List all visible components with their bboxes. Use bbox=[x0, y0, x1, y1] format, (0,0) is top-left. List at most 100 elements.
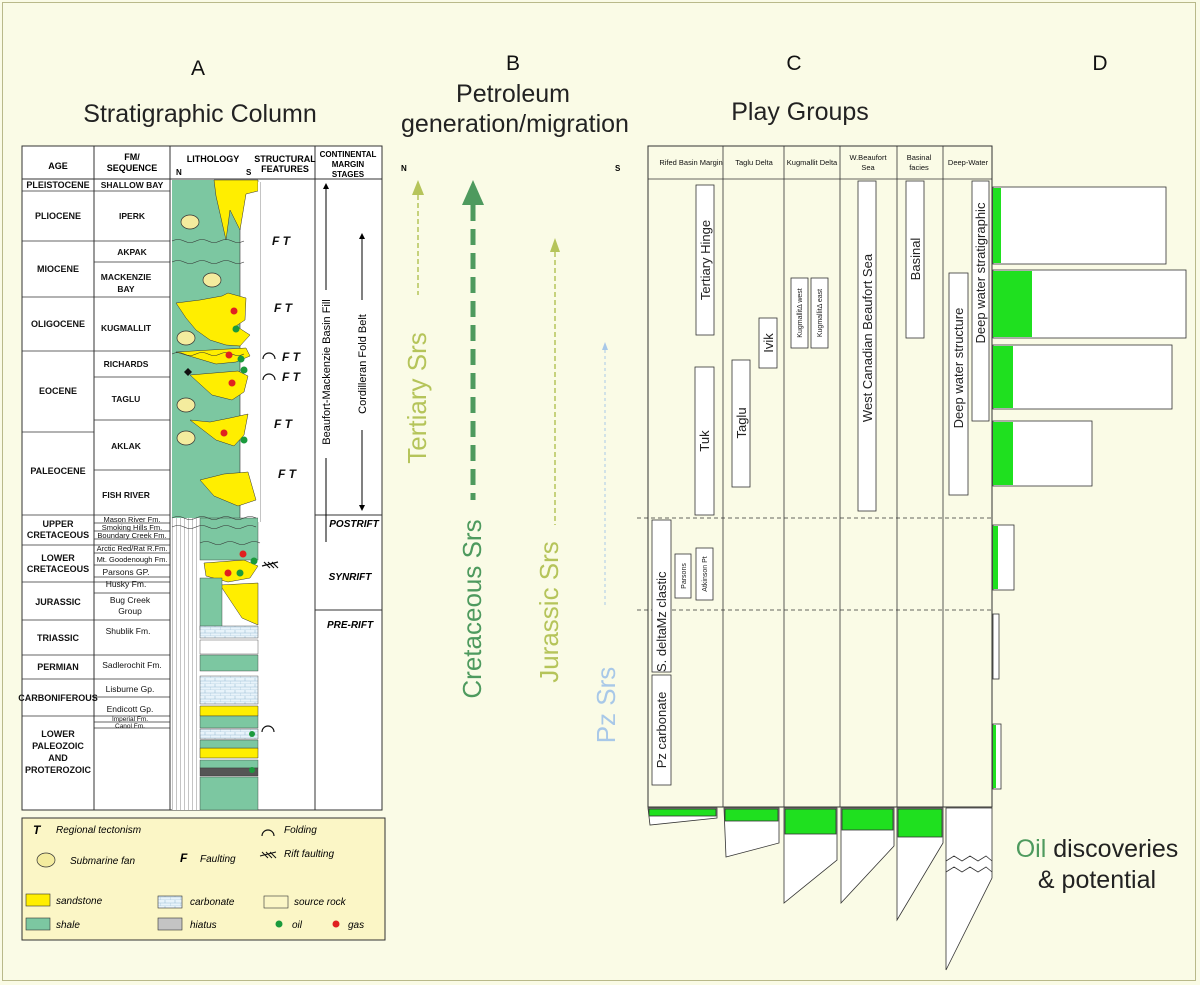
legend-hiatus: hiatus bbox=[190, 920, 217, 931]
play-box-parsons bbox=[674, 553, 692, 599]
shale-swatch bbox=[25, 917, 51, 931]
gas-dot-icon bbox=[332, 920, 340, 928]
fm-taglu: TAGLU bbox=[112, 394, 141, 404]
section-c-title: Play Groups bbox=[731, 98, 869, 126]
migration-south: S bbox=[615, 164, 621, 173]
play-header-wbeaufort-2: Sea bbox=[861, 163, 875, 172]
play-west-canadian: West Canadian Beaufort Sea bbox=[860, 253, 875, 422]
age-pliocene: PLIOCENE bbox=[35, 211, 81, 221]
fm-sadlerochit: Sadlerochit Fm. bbox=[102, 660, 162, 670]
fm-lisburne: Lisburne Gp. bbox=[106, 684, 155, 694]
play-atkinson: Atkinson Pt bbox=[702, 556, 709, 591]
header-cm-1: CONTINENTAL bbox=[320, 150, 377, 159]
legend-gas: gas bbox=[348, 920, 364, 931]
discovery-bar-1 bbox=[992, 186, 1167, 265]
struct-label-3: F T bbox=[282, 350, 302, 364]
fm-iperk: IPERK bbox=[119, 211, 146, 221]
fm-imperial: Imperial Fm. bbox=[112, 716, 148, 723]
fm-mackenzie-1: MACKENZIE bbox=[101, 272, 152, 282]
play-box-atkinson bbox=[695, 547, 714, 601]
play-basinal: Basinal bbox=[908, 238, 923, 281]
section-a-letter: A bbox=[191, 57, 205, 80]
play-box-deep-strat bbox=[971, 180, 990, 422]
jurassic-srs-label: Jurassic Srs bbox=[534, 541, 564, 683]
section-a-title: Stratigraphic Column bbox=[83, 100, 316, 128]
fm-shublik: Shublik Fm. bbox=[106, 626, 151, 636]
tertiary-arrowhead bbox=[412, 180, 424, 195]
legend-rift-label: Rift faulting bbox=[284, 849, 334, 860]
play-box-kug-east bbox=[810, 277, 829, 349]
pz-srs-label: Pz Srs bbox=[591, 667, 621, 744]
legend-faulting-label: Faulting bbox=[200, 854, 236, 865]
age-lower-paleozoic-1: LOWER bbox=[41, 729, 75, 739]
header-age: AGE bbox=[48, 161, 68, 171]
play-tertiary-hinge: Tertiary Hinge bbox=[698, 220, 713, 300]
play-header-basinal-1: Basinal bbox=[907, 153, 932, 162]
fm-shallow-bay: SHALLOW BAY bbox=[101, 180, 164, 190]
age-jurassic: JURASSIC bbox=[35, 597, 81, 607]
tertiary-srs-label: Tertiary Srs bbox=[402, 332, 432, 463]
play-box-deep-structure bbox=[948, 272, 969, 496]
play-box-pz-carbonate bbox=[651, 674, 672, 786]
discoveries-caption-2: & potential bbox=[1038, 866, 1156, 894]
section-b-letter: B bbox=[506, 52, 520, 75]
play-box-kug-west bbox=[790, 277, 809, 349]
migration-north: N bbox=[401, 164, 407, 173]
section-d-letter: D bbox=[1092, 52, 1107, 75]
age-lower-paleozoic-2: PALEOZOIC bbox=[32, 741, 84, 751]
folding-icon bbox=[261, 829, 275, 837]
play-kug-east: KugmallitΔ east bbox=[817, 289, 824, 337]
header-cm-3: STAGES bbox=[332, 170, 365, 179]
rift-faulting-icon bbox=[259, 851, 277, 859]
age-oligocene: OLIGOCENE bbox=[31, 319, 85, 329]
discoveries-caption-1: Oil discoveries bbox=[1016, 835, 1179, 863]
fm-richards: RICHARDS bbox=[104, 359, 149, 369]
age-lower-cretaceous-1: LOWER bbox=[41, 553, 75, 563]
struct-label-4: F T bbox=[282, 370, 302, 384]
cretaceous-srs-label: Cretaceous Srs bbox=[457, 519, 487, 698]
play-header-wbeaufort-1: W.Beaufort bbox=[849, 153, 887, 162]
play-box-basinal bbox=[905, 180, 925, 339]
play-header-taglu-delta: Taglu Delta bbox=[735, 158, 773, 167]
play-box-tuk bbox=[694, 366, 715, 516]
fm-arctic-red: Arctic Red/Rat R.Fm. bbox=[97, 544, 168, 553]
header-north: N bbox=[176, 168, 182, 177]
fm-mackenzie-2: BAY bbox=[117, 284, 134, 294]
play-box-tertiary-hinge bbox=[695, 184, 715, 336]
struct-label-1: F T bbox=[272, 234, 292, 248]
play-s-delta: S. delta bbox=[654, 627, 669, 672]
legend-regional-label: Regional tectonism bbox=[56, 825, 141, 836]
stage-synrift: SYNRIFT bbox=[329, 572, 373, 583]
age-lower-paleozoic-3: AND bbox=[48, 753, 68, 763]
fm-bug-creek-2: Group bbox=[118, 606, 142, 616]
legend-regional-symbol: T bbox=[33, 823, 42, 837]
play-header-kugmallit-delta: Kugmallit Delta bbox=[787, 158, 838, 167]
fm-endicott: Endicott Gp. bbox=[107, 704, 154, 714]
fm-fish-river: FISH RIVER bbox=[102, 490, 150, 500]
play-header-deep-water: Deep-Water bbox=[948, 158, 989, 167]
stage-postrift: POSTRIFT bbox=[329, 519, 379, 530]
legend-source-rock: source rock bbox=[294, 897, 347, 908]
struct-label-6: F T bbox=[278, 467, 298, 481]
play-tuk: Tuk bbox=[697, 430, 712, 452]
fm-mason-river: Mason River Fm. bbox=[103, 515, 160, 524]
discovery-bar-3 bbox=[992, 344, 1173, 410]
fm-parsons: Parsons GP. bbox=[102, 567, 149, 577]
age-upper-cretaceous-1: UPPER bbox=[42, 519, 74, 529]
struct-label-5: F T bbox=[274, 417, 294, 431]
legend: T Regional tectonism Folding Submarine f… bbox=[21, 817, 386, 941]
fm-canol: Canol Fm. bbox=[115, 723, 145, 730]
section-b-title-2: generation/migration bbox=[401, 110, 629, 138]
source-rock-swatch bbox=[263, 895, 289, 909]
pz-arrowhead bbox=[602, 342, 608, 350]
legend-oil: oil bbox=[292, 920, 303, 931]
play-deep-strat: Deep water stratigraphic bbox=[973, 202, 988, 343]
play-ivik: Ivik bbox=[761, 333, 776, 353]
header-south: S bbox=[246, 168, 252, 177]
legend-folding-label: Folding bbox=[284, 825, 317, 836]
carbonate-swatch bbox=[157, 895, 183, 909]
age-miocene: MIOCENE bbox=[37, 264, 79, 274]
age-paleocene: PALEOCENE bbox=[30, 466, 85, 476]
